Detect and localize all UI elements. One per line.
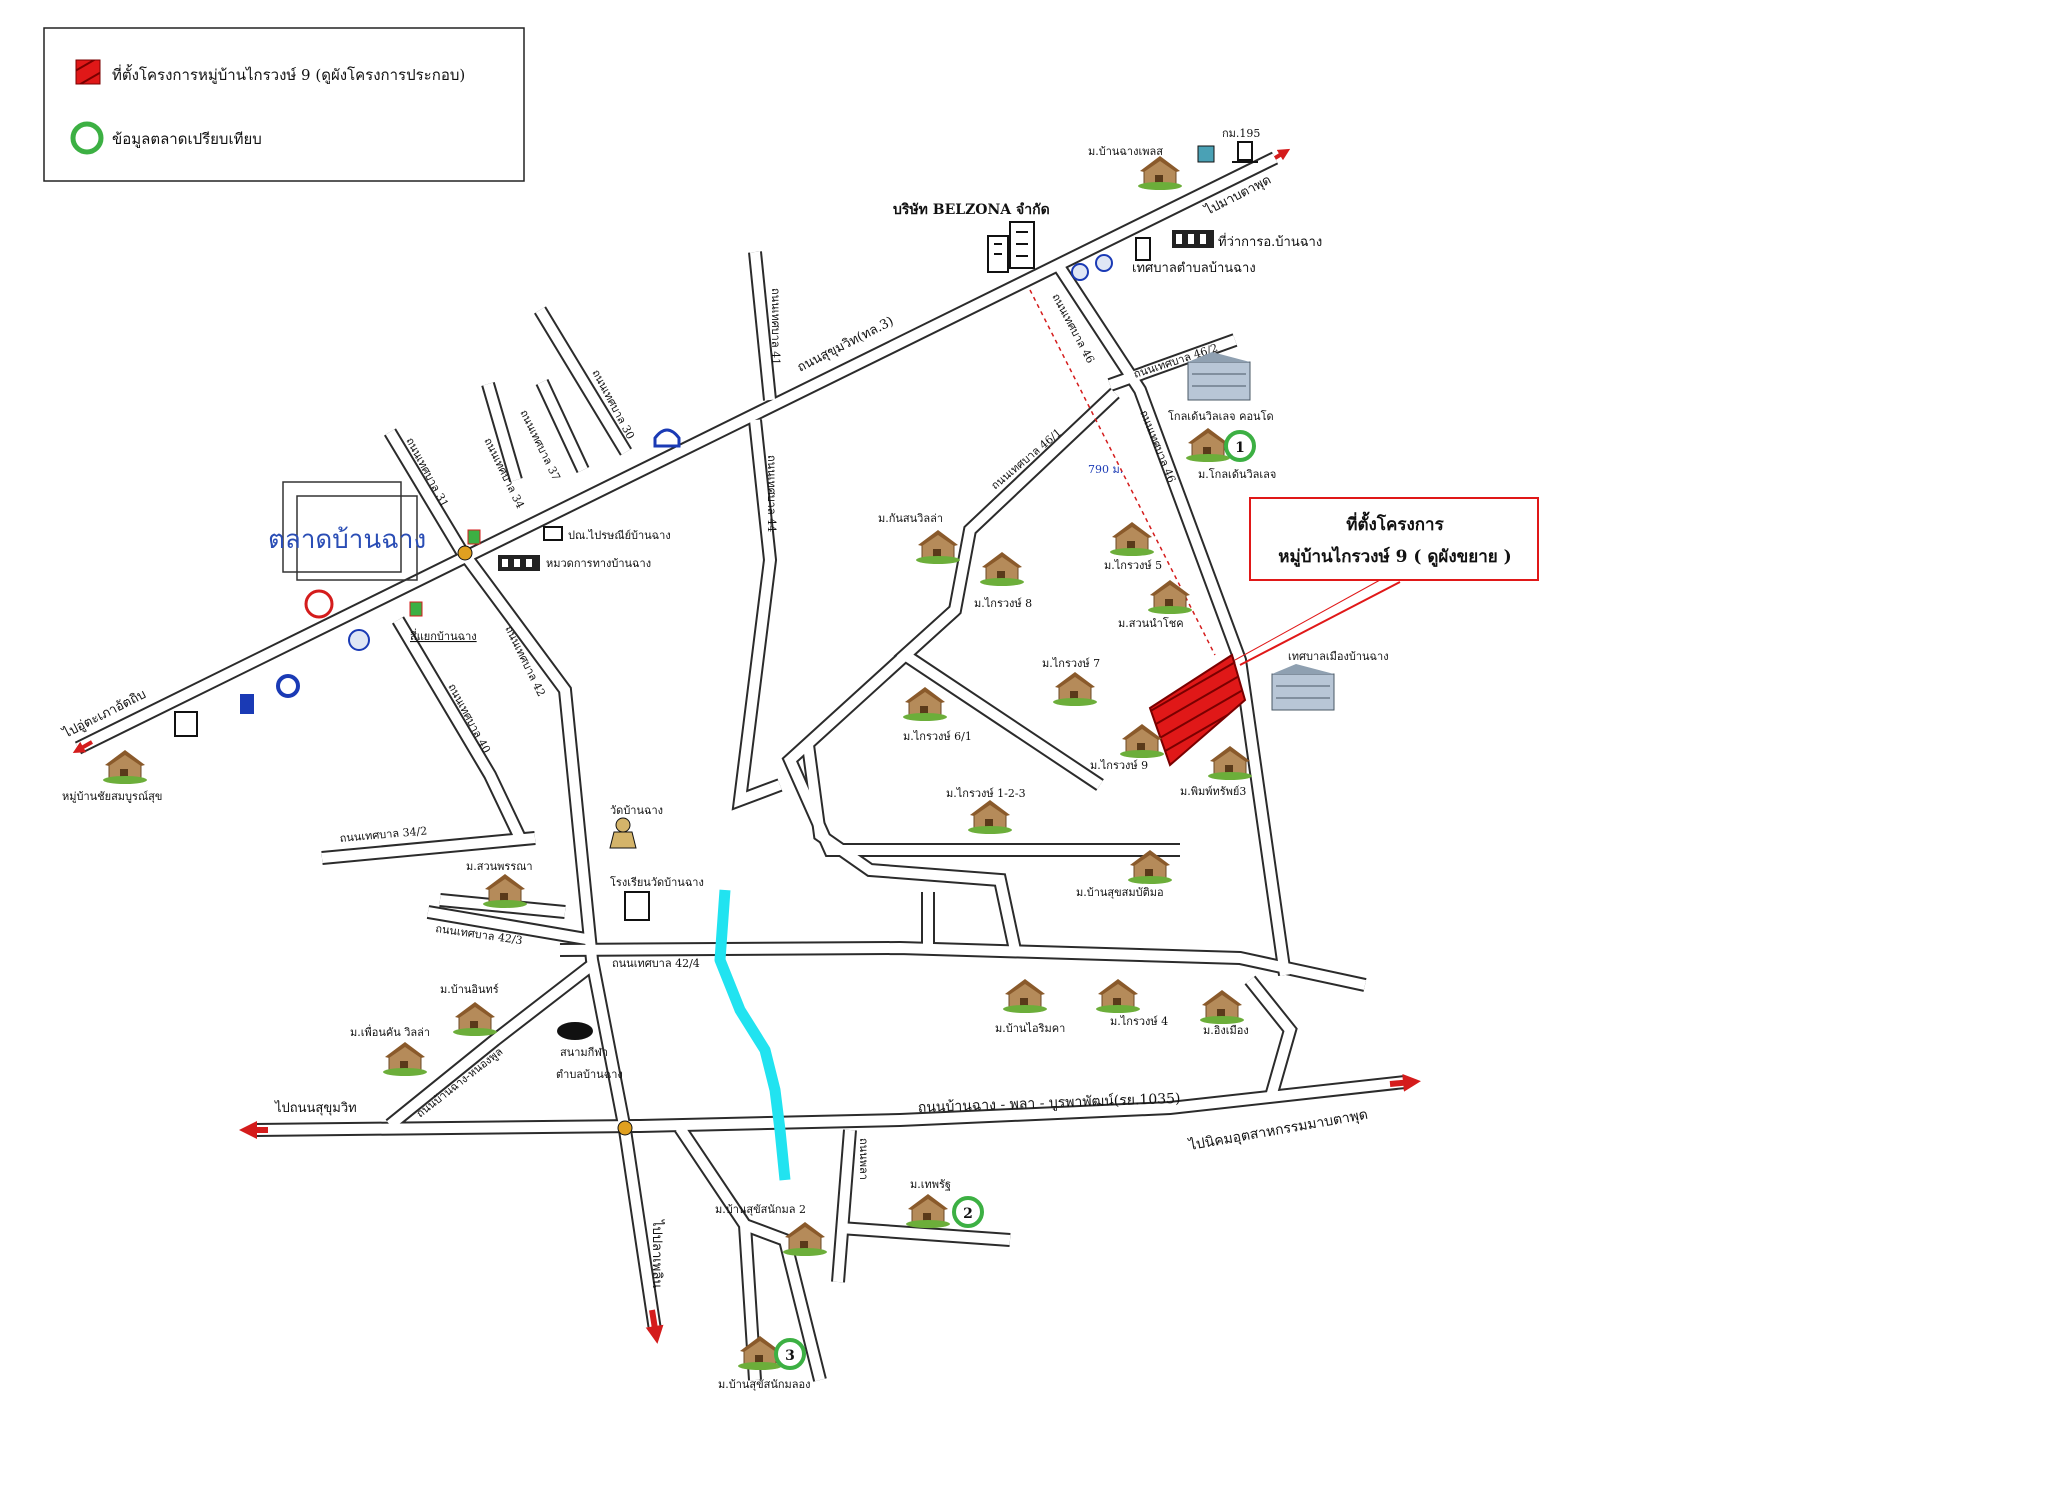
svg-text:1: 1 (1235, 440, 1245, 456)
comparison-swatch (70, 121, 104, 155)
village-label: ม.บ้านสุขัสนักมลอง (718, 1378, 811, 1391)
road-label-34-2: ถนนเทศบาล 34/2 (339, 824, 428, 845)
bank-icon-2 (1095, 254, 1113, 272)
callout-line-2: หมู่บ้านไกรวงษ์ 9 ( ดูผังขยาย ) (1278, 546, 1511, 568)
road-label-44: ถนนเทศบาล 44 (765, 455, 778, 532)
golden-condo-label: โกลเด้นวิลเลจ คอนโด (1168, 409, 1274, 423)
traffic-light-icon (457, 545, 473, 561)
village-label: ม.กันสนวิลล่า (878, 512, 943, 525)
village-label: ม.เพื่อนคัน วิลล่า (350, 1024, 430, 1039)
junction-label: สี่แยกบ้านฉาง (410, 628, 477, 643)
village-label: ม.โกลเด้นวิลเลจ (1198, 467, 1276, 481)
village-label: ม.สวนนำโชค (1118, 616, 1184, 630)
road-label-pla: ถนนพลา (857, 1138, 870, 1180)
road-label-41: ถนนเทศบาล 41 (769, 288, 782, 365)
callout-pointer-2 (1234, 579, 1381, 661)
direction-pla-puak: ไปปลาเพลิน (649, 1219, 665, 1288)
village-label: ม.สวนพรรณา (466, 860, 533, 873)
district-office-icon (1172, 230, 1214, 248)
km-post-icon (1232, 141, 1258, 163)
road-network (74, 151, 1406, 1382)
landmarks: บริษัท BELZONA จำกัด ที่ว่าการอ.บ้านฉาง … (174, 141, 1389, 1136)
comparison-marker: 2 (952, 1196, 984, 1228)
bank-ring-icon (276, 674, 300, 698)
village-label: ม.บ้านสุขสมบัติมอ (1076, 886, 1164, 899)
highway-office-icon (498, 555, 540, 571)
village-label: ม.พิมพ์ทรัพย์3 (1180, 785, 1246, 798)
project-site-swatch (75, 59, 101, 85)
legend-box (43, 27, 525, 182)
traffic-light-icon-2 (617, 1120, 633, 1136)
temple-label: วัดบ้านฉาง (610, 804, 663, 817)
bank-icon-1 (1071, 263, 1089, 281)
comparison-marker: 3 (774, 1338, 806, 1370)
village-label: ม.ไกรวงษ์ 5 (1104, 559, 1162, 572)
stadium-label-1: สนามกีฬา (560, 1046, 608, 1059)
gas-station-icon (174, 711, 198, 737)
market-label: ตลาดบ้านฉาง (268, 525, 426, 555)
city-municipality-label: เทศบาลเมืองบ้านฉาง (1288, 650, 1389, 663)
svg-text:2: 2 (963, 1206, 973, 1222)
village-label: หมู่บ้านชัยสมบูรณ์สุข (62, 790, 162, 803)
direction-arrows (72, 148, 1421, 1344)
village-label: ม.บ้านไอริมคา (995, 1022, 1065, 1035)
school-icon (624, 891, 650, 921)
village-label: ม.บ้านฉางเพลส (1088, 145, 1163, 158)
belzona-building-icon (987, 221, 1035, 273)
gov-bank-icon (348, 629, 370, 651)
village-label: ม.ไกรวงษ์ 6/1 (903, 730, 972, 743)
village-label: ม.ไกรวงษ์ 1-2-3 (946, 787, 1026, 800)
bank-blue-icon (240, 694, 254, 714)
comparison-marker: 1 (1224, 430, 1256, 462)
seven-eleven-icon-2 (409, 601, 423, 617)
village-label: ม.ไกรวงษ์ 8 (974, 597, 1032, 610)
svg-text:3: 3 (785, 1348, 795, 1364)
bank-icon-3 (1197, 145, 1215, 163)
comparison-markers: 1 2 3 (774, 430, 1256, 1370)
road-label-nong-phung: ถนนบ้านฉาง-หนองพูล (414, 1045, 505, 1120)
highway-office-label: หมวดการทางบ้านฉาง (546, 557, 651, 570)
krungthai-icon (304, 589, 334, 619)
tambon-municipality-label: เทศบาลตำบลบ้านฉาง (1132, 261, 1256, 276)
callout-box (1249, 497, 1539, 581)
stadium-icon (557, 1022, 593, 1040)
temple-marker-icon (653, 428, 681, 448)
village-label: ม.บ้านอินทร์ (440, 983, 499, 996)
callout-pointer (1239, 581, 1401, 666)
school-label: โรงเรียนวัดบ้านฉาง (610, 875, 704, 889)
temple-icon (609, 817, 637, 849)
village-label: ม.ไกรวงษ์ 4 (1110, 1015, 1168, 1028)
road-label-42-4: ถนนเทศบาล 42/4 (612, 957, 700, 970)
canal (714, 889, 791, 1181)
municipality-icon (1135, 237, 1151, 261)
direction-sukhumvit: ไปถนนสุขุมวิท (274, 1100, 357, 1116)
legend-project-label: ที่ตั้งโครงการหมู่บ้านไกรวงษ์ 9 (ดูผังโค… (112, 64, 465, 84)
market: ตลาดบ้านฉาง (268, 481, 426, 581)
village-label: ม.ไกรวงษ์ 9 (1090, 759, 1148, 772)
village-label: ม.ไกรวงษ์ 7 (1042, 657, 1100, 670)
post-office-icon (543, 526, 563, 541)
post-office-label: ปณ.ไปรษณีย์บ้านฉาง (568, 529, 671, 542)
district-office-label: ที่ว่าการอ.บ้านฉาง (1218, 233, 1322, 250)
villages: ม.บ้านฉางเพลส ม.โกลเด้นวิลเลจ ม.กันสนวิล… (62, 145, 1276, 1391)
village-label: ม.อิงเมือง (1203, 1024, 1249, 1037)
seven-eleven-icon (467, 529, 481, 545)
direction-industrial: ไปนิคมอุตสาหกรรมมาบตาพุด (1187, 1106, 1369, 1154)
village-label: ม.บ้านสุขัสนักมล 2 (715, 1203, 806, 1216)
stadium-label-2: ตำบลบ้านฉาง (556, 1068, 623, 1081)
golden-condo-icon (1187, 352, 1251, 401)
road-label-km: กม.195 (1222, 127, 1260, 140)
project-site-parcel (1148, 653, 1247, 767)
belzona-label: บริษัท BELZONA จำกัด (893, 202, 1050, 218)
distance-label: 790 ม. (1088, 463, 1123, 476)
village-label: ม.เทพรัฐ (910, 1178, 951, 1191)
legend: ที่ตั้งโครงการหมู่บ้านไกรวงษ์ 9 (ดูผังโค… (43, 27, 525, 182)
callout-line-1: ที่ตั้งโครงการ (1346, 511, 1444, 535)
legend-comparison-label: ข้อมูลตลาดเปรียบเทียบ (112, 130, 262, 148)
city-municipality-icon (1271, 664, 1335, 711)
